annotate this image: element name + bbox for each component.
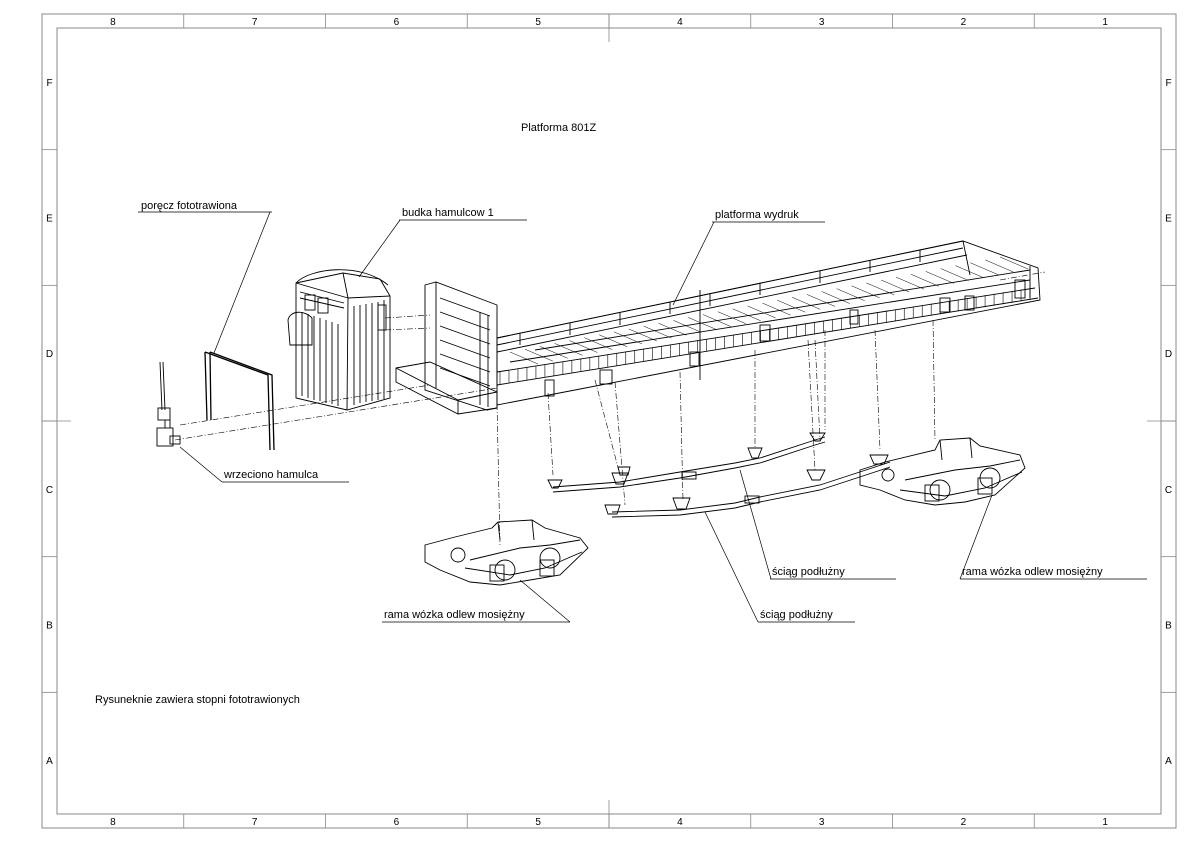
zone-row-left-A: A — [46, 756, 53, 767]
zone-row-right-D: D — [1165, 349, 1172, 360]
label-tie-rod-upper: ściąg podłużny — [772, 566, 845, 578]
zone-col-bottom-3: 3 — [819, 817, 825, 828]
label-bogie-left: rama wózka odlew mosiężny — [384, 609, 525, 621]
zone-col-bottom-4: 4 — [677, 817, 683, 828]
leader-lines — [138, 211, 1147, 623]
brake-spindle — [156, 361, 181, 447]
platform-body — [395, 240, 1041, 415]
assembly-centerlines — [174, 271, 1046, 546]
bogie-right — [859, 437, 1026, 506]
brake-cab — [287, 269, 391, 411]
bogie-left — [424, 519, 589, 586]
zone-col-bottom-8: 8 — [110, 817, 116, 828]
zone-col-bottom-7: 7 — [252, 817, 258, 828]
label-bogie-right: rama wózka odlew mosiężny — [962, 566, 1103, 578]
label-tie-rod-lower: ściąg podłużny — [760, 609, 833, 621]
label-brake-cab: budka hamulcow 1 — [402, 207, 494, 219]
label-brake-spindle: wrzeciono hamulca — [223, 469, 319, 481]
zone-col-top-8: 8 — [110, 17, 116, 28]
zone-col-bottom-6: 6 — [394, 817, 400, 828]
zone-row-right-E: E — [1165, 214, 1172, 225]
side-stakes — [499, 288, 1031, 384]
drawing-title: Platforma 801Z — [521, 122, 596, 134]
zone-row-right-F: F — [1165, 78, 1171, 89]
wagon-drawing — [138, 211, 1147, 623]
zone-row-right-A: A — [1165, 756, 1172, 767]
zone-col-bottom-2: 2 — [961, 817, 967, 828]
zone-col-top-7: 7 — [252, 17, 258, 28]
zone-row-right-B: B — [1165, 621, 1172, 632]
zone-col-top-4: 4 — [677, 17, 683, 28]
zone-row-left-E: E — [46, 214, 53, 225]
photo-etched-handrail — [204, 351, 275, 451]
zone-row-right-C: C — [1165, 485, 1172, 496]
zone-row-left-D: D — [46, 349, 53, 360]
floor-planks — [509, 256, 1029, 365]
zone-col-bottom-1: 1 — [1102, 817, 1108, 828]
zone-col-bottom-5: 5 — [535, 817, 541, 828]
zone-col-top-1: 1 — [1102, 17, 1108, 28]
zone-col-top-3: 3 — [819, 17, 825, 28]
tie-rods — [547, 432, 891, 518]
label-handrail: poręcz fototrawiona — [141, 200, 238, 212]
zone-grid-ticks — [42, 14, 1176, 828]
zone-row-left-B: B — [46, 621, 53, 632]
zone-col-top-2: 2 — [961, 17, 967, 28]
drawing-note: Rysuneknie zawiera stopni fototrawionych — [95, 694, 300, 706]
zone-col-top-5: 5 — [535, 17, 541, 28]
zone-col-top-6: 6 — [394, 17, 400, 28]
zone-row-left-F: F — [46, 78, 52, 89]
label-platform: platforma wydruk — [715, 209, 799, 221]
zone-row-left-C: C — [46, 485, 53, 496]
